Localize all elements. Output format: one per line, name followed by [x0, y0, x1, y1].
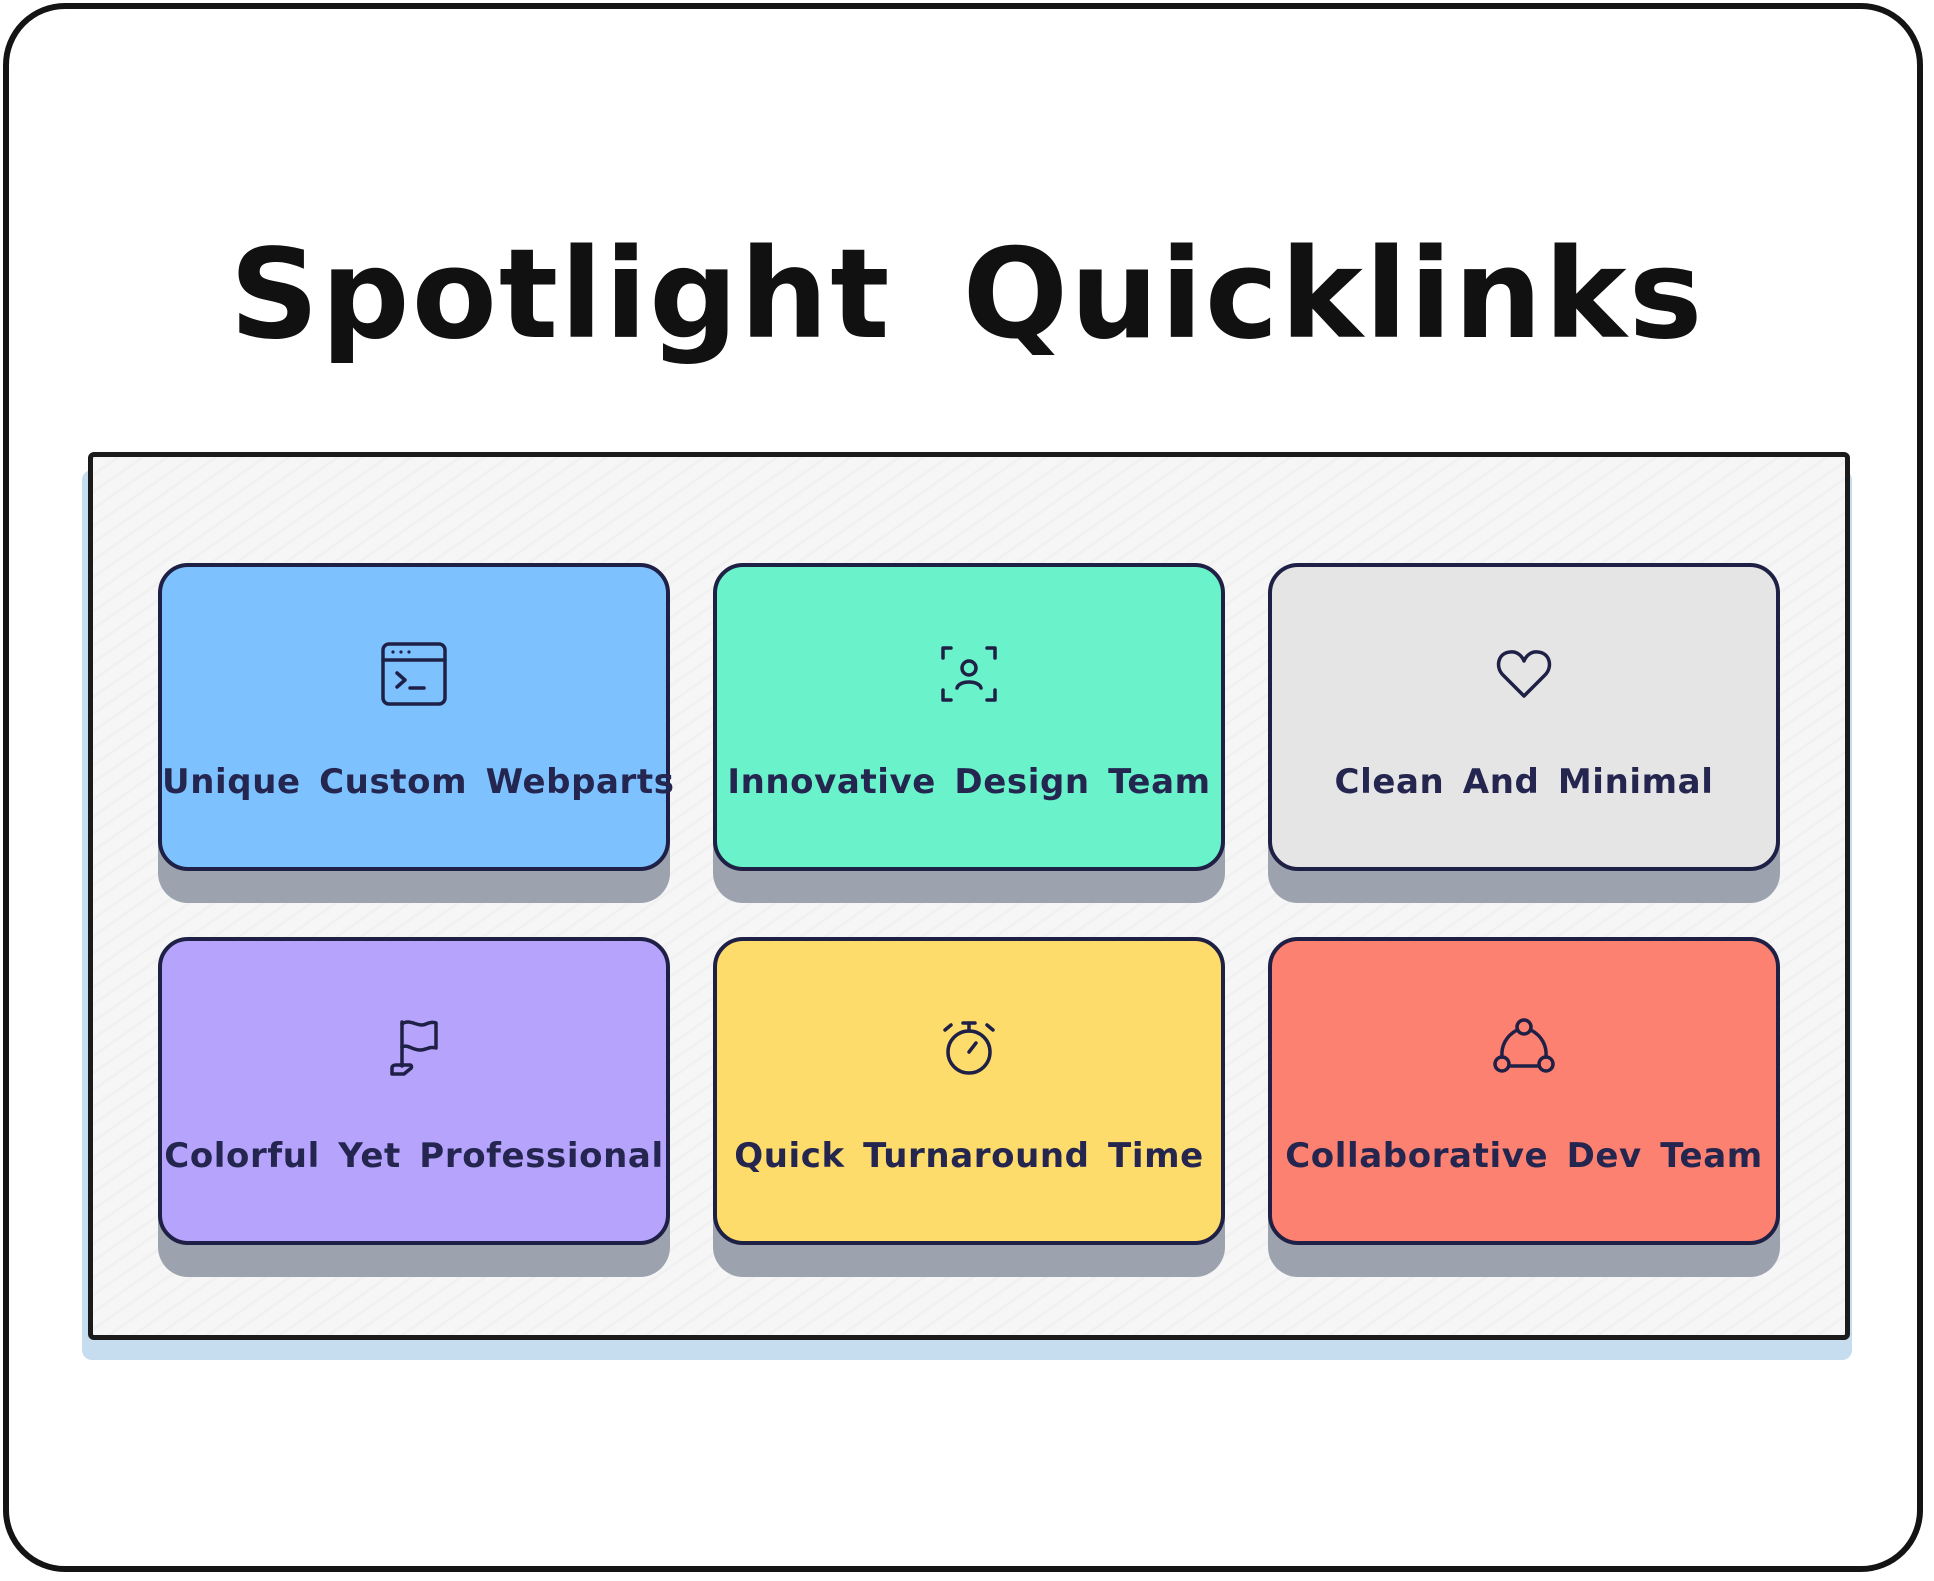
quicklink-card-quick-turnaround-time[interactable]: Quick Turnaround Time	[713, 937, 1225, 1245]
page-title: Spotlight Quicklinks	[229, 223, 1705, 368]
user-focus-icon	[717, 639, 1221, 709]
quicklink-card-unique-custom-webparts[interactable]: Unique Custom Webparts	[158, 563, 675, 871]
quicklink-card-colorful-yet-professional[interactable]: Colorful Yet Professional	[158, 937, 670, 1245]
quicklink-card-clean-and-minimal[interactable]: Clean And Minimal	[1268, 563, 1780, 871]
quicklink-label: Colorful Yet Professional	[164, 1136, 664, 1176]
quicklinks-panel: Unique Custom Webparts Innovative Design…	[88, 452, 1850, 1340]
heart-icon	[1272, 639, 1776, 709]
quicklink-label: Collaborative Dev Team	[1285, 1136, 1763, 1176]
quicklinks-grid: Unique Custom Webparts Innovative Design…	[93, 457, 1845, 1335]
terminal-window-icon	[162, 639, 666, 709]
quicklink-label: Quick Turnaround Time	[734, 1136, 1204, 1176]
quicklink-label: Innovative Design Team	[727, 762, 1211, 802]
flag-icon	[162, 1013, 666, 1083]
network-nodes-icon	[1272, 1013, 1776, 1083]
quicklink-card-collaborative-dev-team[interactable]: Collaborative Dev Team	[1268, 937, 1780, 1245]
stopwatch-icon	[717, 1013, 1221, 1083]
quicklink-label: Unique Custom Webparts	[162, 762, 675, 802]
quicklink-label: Clean And Minimal	[1334, 762, 1714, 802]
quicklink-card-innovative-design-team[interactable]: Innovative Design Team	[713, 563, 1225, 871]
